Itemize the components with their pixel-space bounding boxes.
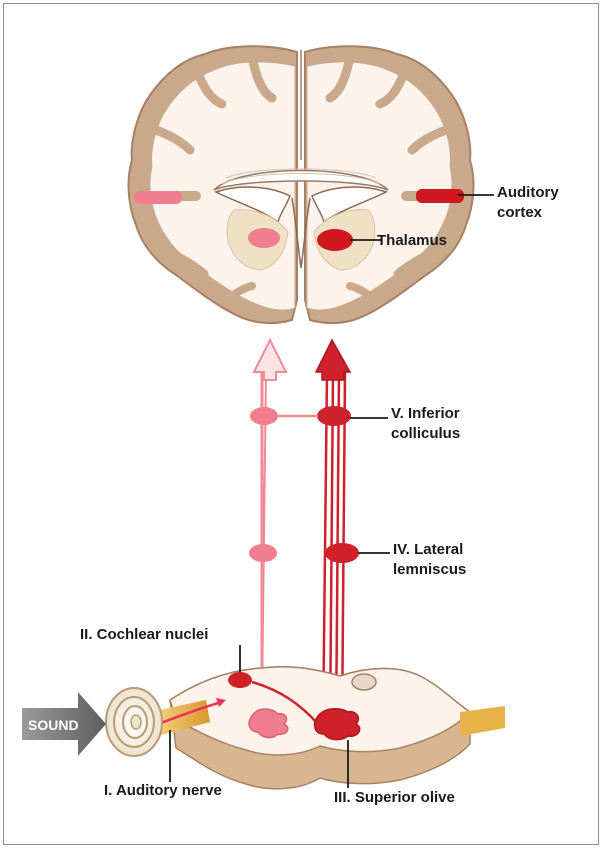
- inferior-colliculus-label-line2: colliculus: [391, 425, 460, 442]
- auditory-cortex-label-line2: cortex: [497, 204, 543, 221]
- thalamus-right: [317, 229, 353, 251]
- lateral-lemniscus-right: [325, 543, 359, 563]
- thalamus-left: [248, 228, 280, 248]
- ipsilateral-pathway: [249, 340, 286, 700]
- sound-arrow: SOUND: [22, 692, 106, 756]
- sound-label: SOUND: [28, 717, 79, 733]
- inferior-colliculus-left: [250, 407, 278, 425]
- auditory-cortex-left: [134, 191, 182, 204]
- auditory-cortex-label-line1: Auditory: [497, 184, 559, 201]
- lateral-lemniscus-left: [249, 544, 277, 562]
- lateral-lemniscus-label-line2: lemniscus: [393, 561, 466, 578]
- auditory-cortex-right: [416, 189, 464, 203]
- cochlear-nuclei-label: II. Cochlear nuclei: [80, 626, 208, 643]
- cochlear-nucleus-left: [228, 672, 252, 688]
- auditory-nerve-label: I. Auditory nerve: [104, 782, 222, 799]
- brain-coronal-section: [129, 46, 474, 323]
- inferior-colliculus-label-line1: V. Inferior: [391, 405, 460, 422]
- cochlea: [106, 688, 162, 756]
- inferior-colliculus-right: [317, 406, 351, 426]
- superior-olive-label: III. Superior olive: [334, 789, 455, 806]
- ipsilateral-arrowhead: [254, 340, 286, 380]
- lateral-lemniscus-label-line1: IV. Lateral: [393, 541, 463, 558]
- thalamus-label: Thalamus: [377, 232, 447, 249]
